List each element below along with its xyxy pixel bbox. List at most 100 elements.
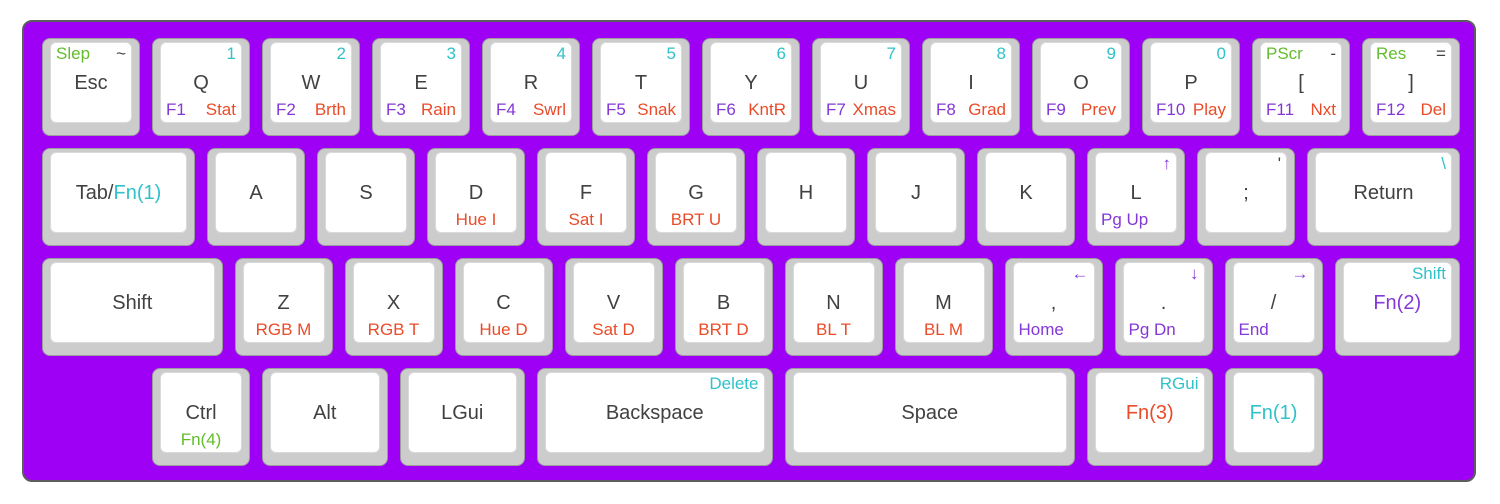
key-comma[interactable]: ←,Home — [1004, 258, 1103, 356]
key-fn1[interactable]: Fn(1) — [1224, 368, 1323, 466]
key-k[interactable]: K — [977, 148, 1075, 246]
key-l-legend-tr-text: ↑ — [1162, 154, 1172, 173]
key-backspace-legend-cc-text: Backspace — [605, 401, 704, 424]
key-d-legend-cc: D — [469, 182, 483, 204]
key-comma-center-legend: , — [1017, 292, 1091, 314]
key-t-legend-cc: T — [635, 72, 647, 94]
key-u-legend-tr: 7 — [887, 44, 896, 64]
key-tab-center-legend: Tab/Fn(1) — [54, 182, 183, 204]
key-r-legend-tr: 4 — [557, 44, 566, 64]
key-period-bottom-legends: Pg Dn — [1129, 320, 1199, 340]
key-esc-legend-tl-text: Slep — [56, 44, 91, 63]
key-slash[interactable]: →/End — [1224, 258, 1323, 356]
key-v-bottom-legends: Sat D — [579, 320, 649, 340]
key-f-legend-cc-text: F — [579, 181, 593, 204]
key-tab[interactable]: Tab/Fn(1) — [42, 148, 195, 246]
key-j[interactable]: J — [867, 148, 965, 246]
key-z-legend-bc: RGB M — [256, 320, 312, 340]
key-l-bottom-legends: Pg Up — [1101, 210, 1171, 230]
key-fn1-center-legend: Fn(1) — [1237, 402, 1311, 424]
key-l-center-legend: L — [1099, 182, 1173, 204]
key-l-legend-bl-text: Pg Up — [1101, 210, 1149, 230]
key-p-legend-br: Play — [1192, 100, 1226, 120]
key-f-legend-cc: F — [580, 182, 592, 204]
key-m-legend-cc-text: M — [935, 291, 952, 314]
key-lgui[interactable]: LGui — [399, 368, 525, 466]
key-fn3-legend-cc: Fn(3) — [1126, 402, 1174, 424]
key-slash-legend-bl-text: End — [1238, 320, 1269, 340]
key-period[interactable]: ↓.Pg Dn — [1114, 258, 1213, 356]
key-p-legend-br-text: Play — [1192, 100, 1226, 120]
key-esc[interactable]: Slep~Esc — [42, 38, 140, 136]
key-lshift-legend-cc-text: Shift — [112, 291, 153, 314]
key-slash-legend-cc-text: / — [1270, 291, 1277, 314]
key-alt[interactable]: Alt — [262, 368, 388, 466]
key-return[interactable]: \Return — [1307, 148, 1460, 246]
key-z-bottom-legends: RGB M — [249, 320, 319, 340]
key-k-legend-cc: K — [1019, 182, 1032, 204]
key-lshift[interactable]: Shift — [42, 258, 223, 356]
key-s[interactable]: S — [317, 148, 415, 246]
key-ctrl-bottom-legends: Fn(4) — [166, 430, 236, 450]
key-h[interactable]: H — [757, 148, 855, 246]
key-g-legend-bc: BRT U — [671, 210, 721, 230]
key-l[interactable]: ↑ L Pg Up — [1087, 148, 1185, 246]
key-i-top-legends: 8 — [936, 44, 1006, 64]
key-ctrl-legend-cc: Ctrl — [185, 402, 216, 424]
key-q-legend-bl: F1 — [166, 100, 186, 120]
key-semicolon-top-legends: ' — [1211, 154, 1281, 174]
key-g-legend-cc-text: G — [688, 181, 704, 204]
key-l-legend-cc-text: L — [1130, 181, 1142, 204]
key-space[interactable]: Space — [784, 368, 1075, 466]
key-p-legend-tr: 0 — [1217, 44, 1226, 64]
key-y-legend-br: KntR — [748, 100, 786, 120]
key-rbracket-legend-bl: F12 — [1376, 100, 1405, 120]
key-a[interactable]: A — [207, 148, 305, 246]
key-semicolon[interactable]: '; — [1197, 148, 1295, 246]
key-o-legend-br: Prev — [1081, 100, 1116, 120]
key-o-legend-cc-text: O — [1073, 71, 1089, 94]
key-r-center-legend: R — [494, 72, 568, 94]
key-q-legend-bl-text: F1 — [166, 100, 186, 120]
key-y-center-legend: Y — [714, 72, 788, 94]
key-semicolon-legend-tr-text: ' — [1277, 154, 1281, 173]
key-tab-legend-cc-text: Fn(1) — [113, 181, 162, 204]
key-g[interactable]: G BRT U — [647, 148, 745, 246]
